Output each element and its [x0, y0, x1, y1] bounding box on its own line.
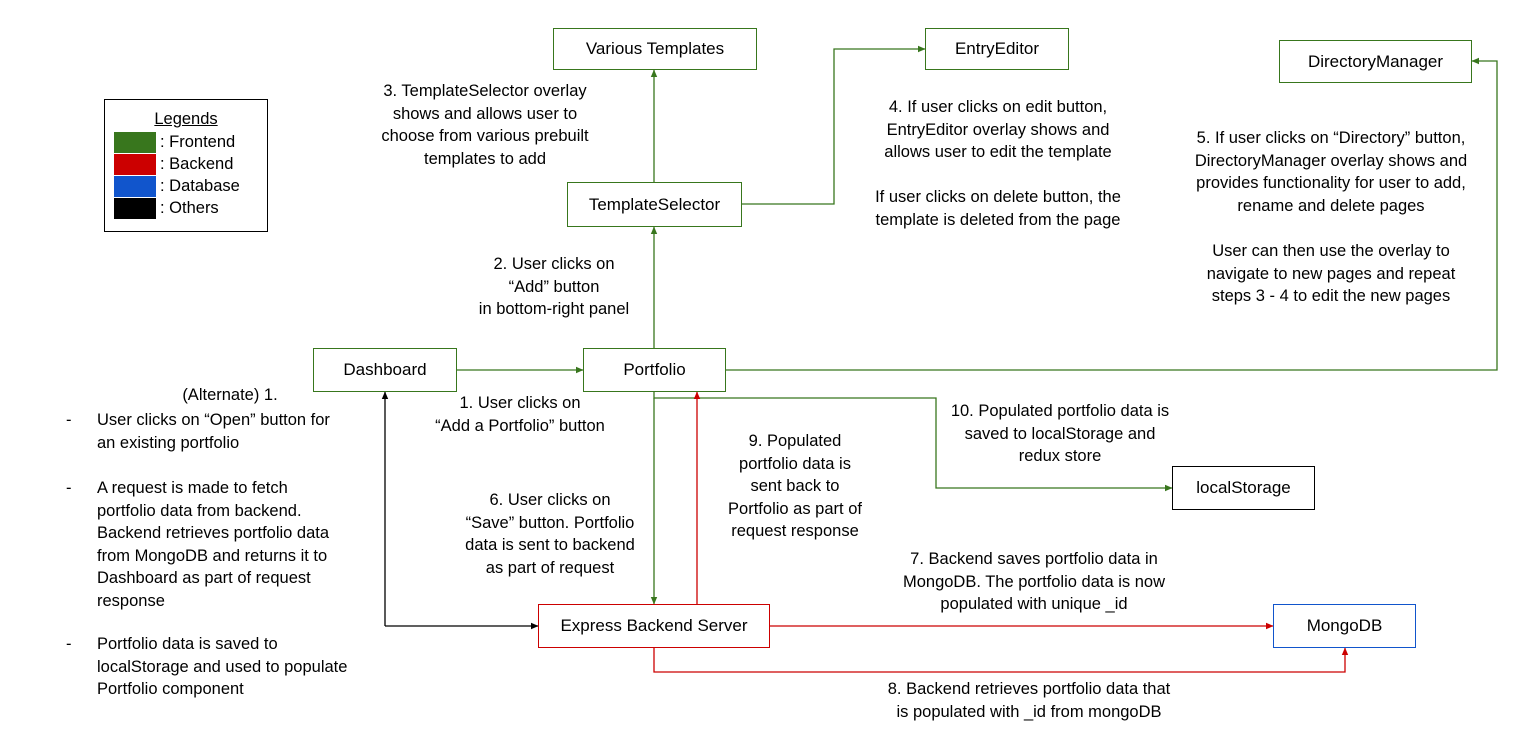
frontend-swatch — [114, 132, 156, 153]
node-entry-editor: EntryEditor — [925, 28, 1069, 70]
legend-label: : Others — [160, 199, 219, 217]
node-local-storage: localStorage — [1172, 466, 1315, 510]
legend-label: : Frontend — [160, 133, 236, 151]
node-express-backend-server: Express Backend Server — [538, 604, 770, 648]
legend-label: : Database — [160, 177, 240, 195]
annotation-step-5: 5. If user clicks on “Directory” button,… — [1194, 129, 1468, 306]
node-mongodb: MongoDB — [1273, 604, 1416, 648]
node-template-selector: TemplateSelector — [567, 182, 742, 227]
node-various-templates: Various Templates — [553, 28, 757, 70]
legend-box: Legends : Frontend : Backend : Database … — [104, 99, 268, 232]
others-swatch — [114, 198, 156, 219]
legend-item-backend: : Backend — [114, 154, 233, 175]
backend-swatch — [114, 154, 156, 175]
bullet-marker: - — [66, 479, 72, 497]
annotation-step-10: 10. Populated portfolio data is saved to… — [950, 402, 1170, 466]
arrow-templateselector-to-entryeditor — [742, 45, 926, 205]
legend-item-database: : Database — [114, 176, 240, 197]
node-portfolio: Portfolio — [583, 348, 726, 392]
legend-item-frontend: : Frontend — [114, 132, 235, 153]
annotation-step-4: 4. If user clicks on edit button, EntryE… — [875, 98, 1121, 229]
annotation-step-7: 7. Backend saves portfolio data in Mongo… — [902, 550, 1165, 614]
alternate-item-3: Portfolio data is saved to localStorage … — [97, 635, 348, 699]
annotation-step-3: 3. TemplateSelector overlay shows and al… — [381, 82, 589, 168]
alternate-item-2: A request is made to fetch portfolio dat… — [97, 479, 330, 610]
node-directory-manager: DirectoryManager — [1279, 40, 1472, 83]
alternate-title: (Alternate) 1. — [182, 386, 278, 404]
alternate-item-1: User clicks on “Open” button for an exis… — [97, 411, 330, 452]
bullet-marker: - — [66, 411, 72, 429]
bullet-marker: - — [66, 635, 72, 653]
annotation-step-8: 8. Backend retrieves portfolio data that… — [887, 680, 1171, 721]
annotation-step-6: 6. User clicks on “Save” button. Portfol… — [465, 491, 635, 577]
database-swatch — [114, 176, 156, 197]
arrow-express-retrieve-mongodb — [653, 647, 1349, 673]
legend-item-others: : Others — [114, 198, 219, 219]
arrow-portfolio-to-directorymanager — [726, 57, 1498, 371]
annotation-step-9: 9. Populated portfolio data is sent back… — [728, 432, 862, 541]
legend-label: : Backend — [160, 155, 234, 173]
node-dashboard: Dashboard — [313, 348, 457, 392]
annotation-step-1: 1. User clicks on “Add a Portfolio” butt… — [435, 394, 605, 435]
legend-title: Legends — [154, 110, 218, 128]
arrow-portfolio-to-localstorage — [653, 392, 1173, 492]
annotation-step-2: 2. User clicks on “Add” button in bottom… — [478, 255, 630, 319]
